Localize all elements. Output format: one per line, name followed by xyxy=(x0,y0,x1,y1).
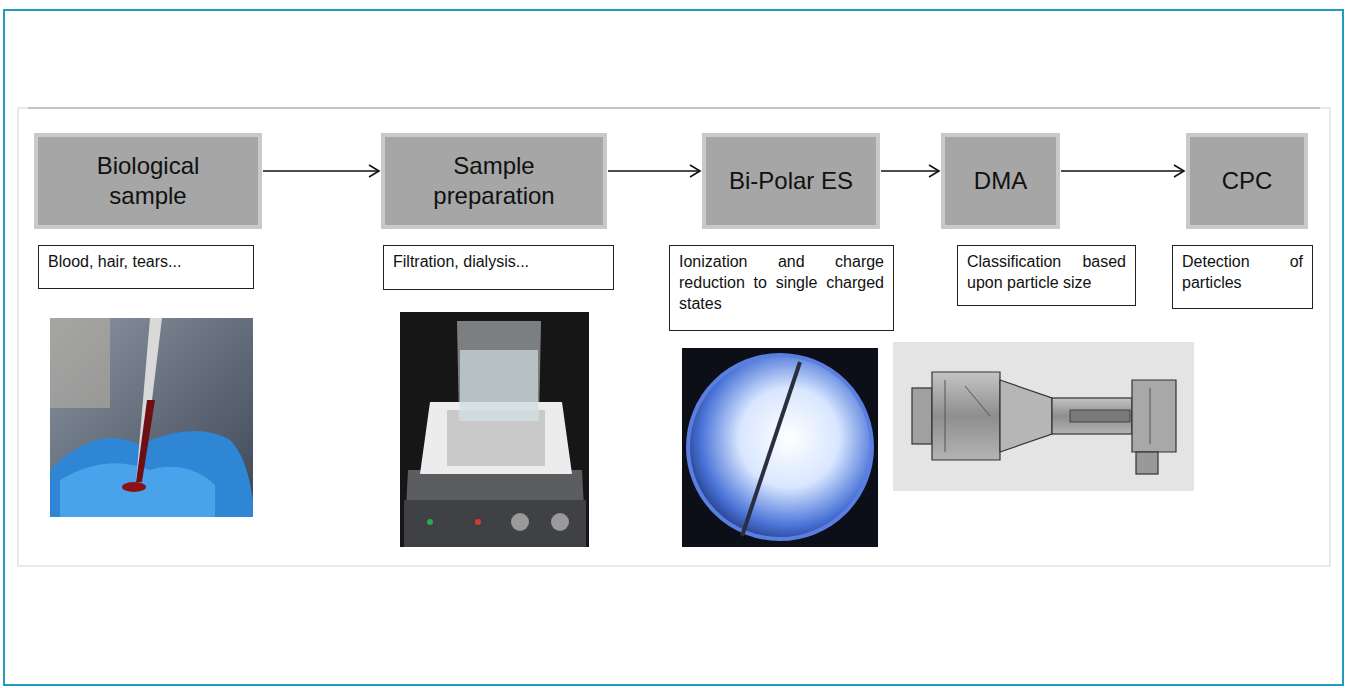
outlet-port xyxy=(1136,452,1158,474)
process-box: Bi-Polar ES xyxy=(702,133,880,229)
indicator-light xyxy=(475,519,481,525)
step-title: Sample preparation xyxy=(419,151,569,211)
blood-column xyxy=(136,400,155,482)
hot-plate-base xyxy=(404,470,586,547)
step-title: Bi-Polar ES xyxy=(729,166,853,196)
center-rod xyxy=(1070,410,1130,422)
process-box: DMA xyxy=(941,133,1060,229)
electrospray-photo xyxy=(682,348,878,547)
section-line xyxy=(965,386,990,416)
beaker-liquid xyxy=(460,350,538,420)
photo-background xyxy=(893,342,1194,491)
hot-plate-front xyxy=(404,500,586,547)
chamber-rim xyxy=(688,355,872,539)
flow-arrow xyxy=(1061,170,1184,172)
outer-border xyxy=(4,10,1343,685)
dma-head xyxy=(932,372,1000,460)
dma-cad-drawing xyxy=(893,342,1194,491)
caption-box: Detection of particles xyxy=(1172,245,1313,309)
step-description: Filtration, dialysis... xyxy=(393,252,604,273)
blood-drop xyxy=(122,482,146,492)
step-title: CPC xyxy=(1222,166,1273,196)
inlet-flange xyxy=(912,388,932,444)
glass-beaker xyxy=(458,322,540,420)
caption-box: Classification based upon particle size xyxy=(957,245,1136,306)
dma-outlet xyxy=(1132,380,1176,452)
indicator-light xyxy=(427,519,433,525)
section-line xyxy=(945,380,946,452)
figure-panel xyxy=(18,108,1330,566)
spray-chamber-window xyxy=(688,355,872,539)
photo-background xyxy=(682,348,878,547)
pipette xyxy=(136,318,162,482)
photo-background xyxy=(400,312,589,547)
process-box: CPC xyxy=(1186,133,1308,229)
caption-box: Blood, hair, tears... xyxy=(38,245,254,289)
step-title: DMA xyxy=(974,166,1027,196)
caption-box: Filtration, dialysis... xyxy=(383,245,614,290)
capillary xyxy=(742,362,800,536)
flow-arrow xyxy=(881,170,939,172)
step-description: Blood, hair, tears... xyxy=(48,252,244,273)
process-box: Sample preparation xyxy=(381,133,607,229)
blue-glove xyxy=(50,431,253,517)
photo-background xyxy=(50,318,253,517)
step-title: Biological sample xyxy=(73,151,223,211)
blood-sample-photo xyxy=(50,318,253,517)
flow-arrow xyxy=(608,170,700,172)
control-knob xyxy=(511,513,529,531)
control-knob xyxy=(551,513,569,531)
dma-tube xyxy=(1052,398,1132,434)
panel-rule xyxy=(28,108,1320,109)
photo-background xyxy=(50,318,110,408)
section-line xyxy=(1150,388,1151,444)
flow-arrow xyxy=(263,170,379,172)
step-description: Ionization and charge reduction to singl… xyxy=(679,252,884,314)
caption-box: Ionization and charge reduction to singl… xyxy=(669,245,894,331)
step-description: Classification based upon particle size xyxy=(967,252,1126,294)
step-description: Detection of particles xyxy=(1182,252,1303,294)
process-box: Biological sample xyxy=(34,133,262,229)
hot-plate-photo xyxy=(400,312,589,547)
dma-cone xyxy=(1000,380,1052,452)
